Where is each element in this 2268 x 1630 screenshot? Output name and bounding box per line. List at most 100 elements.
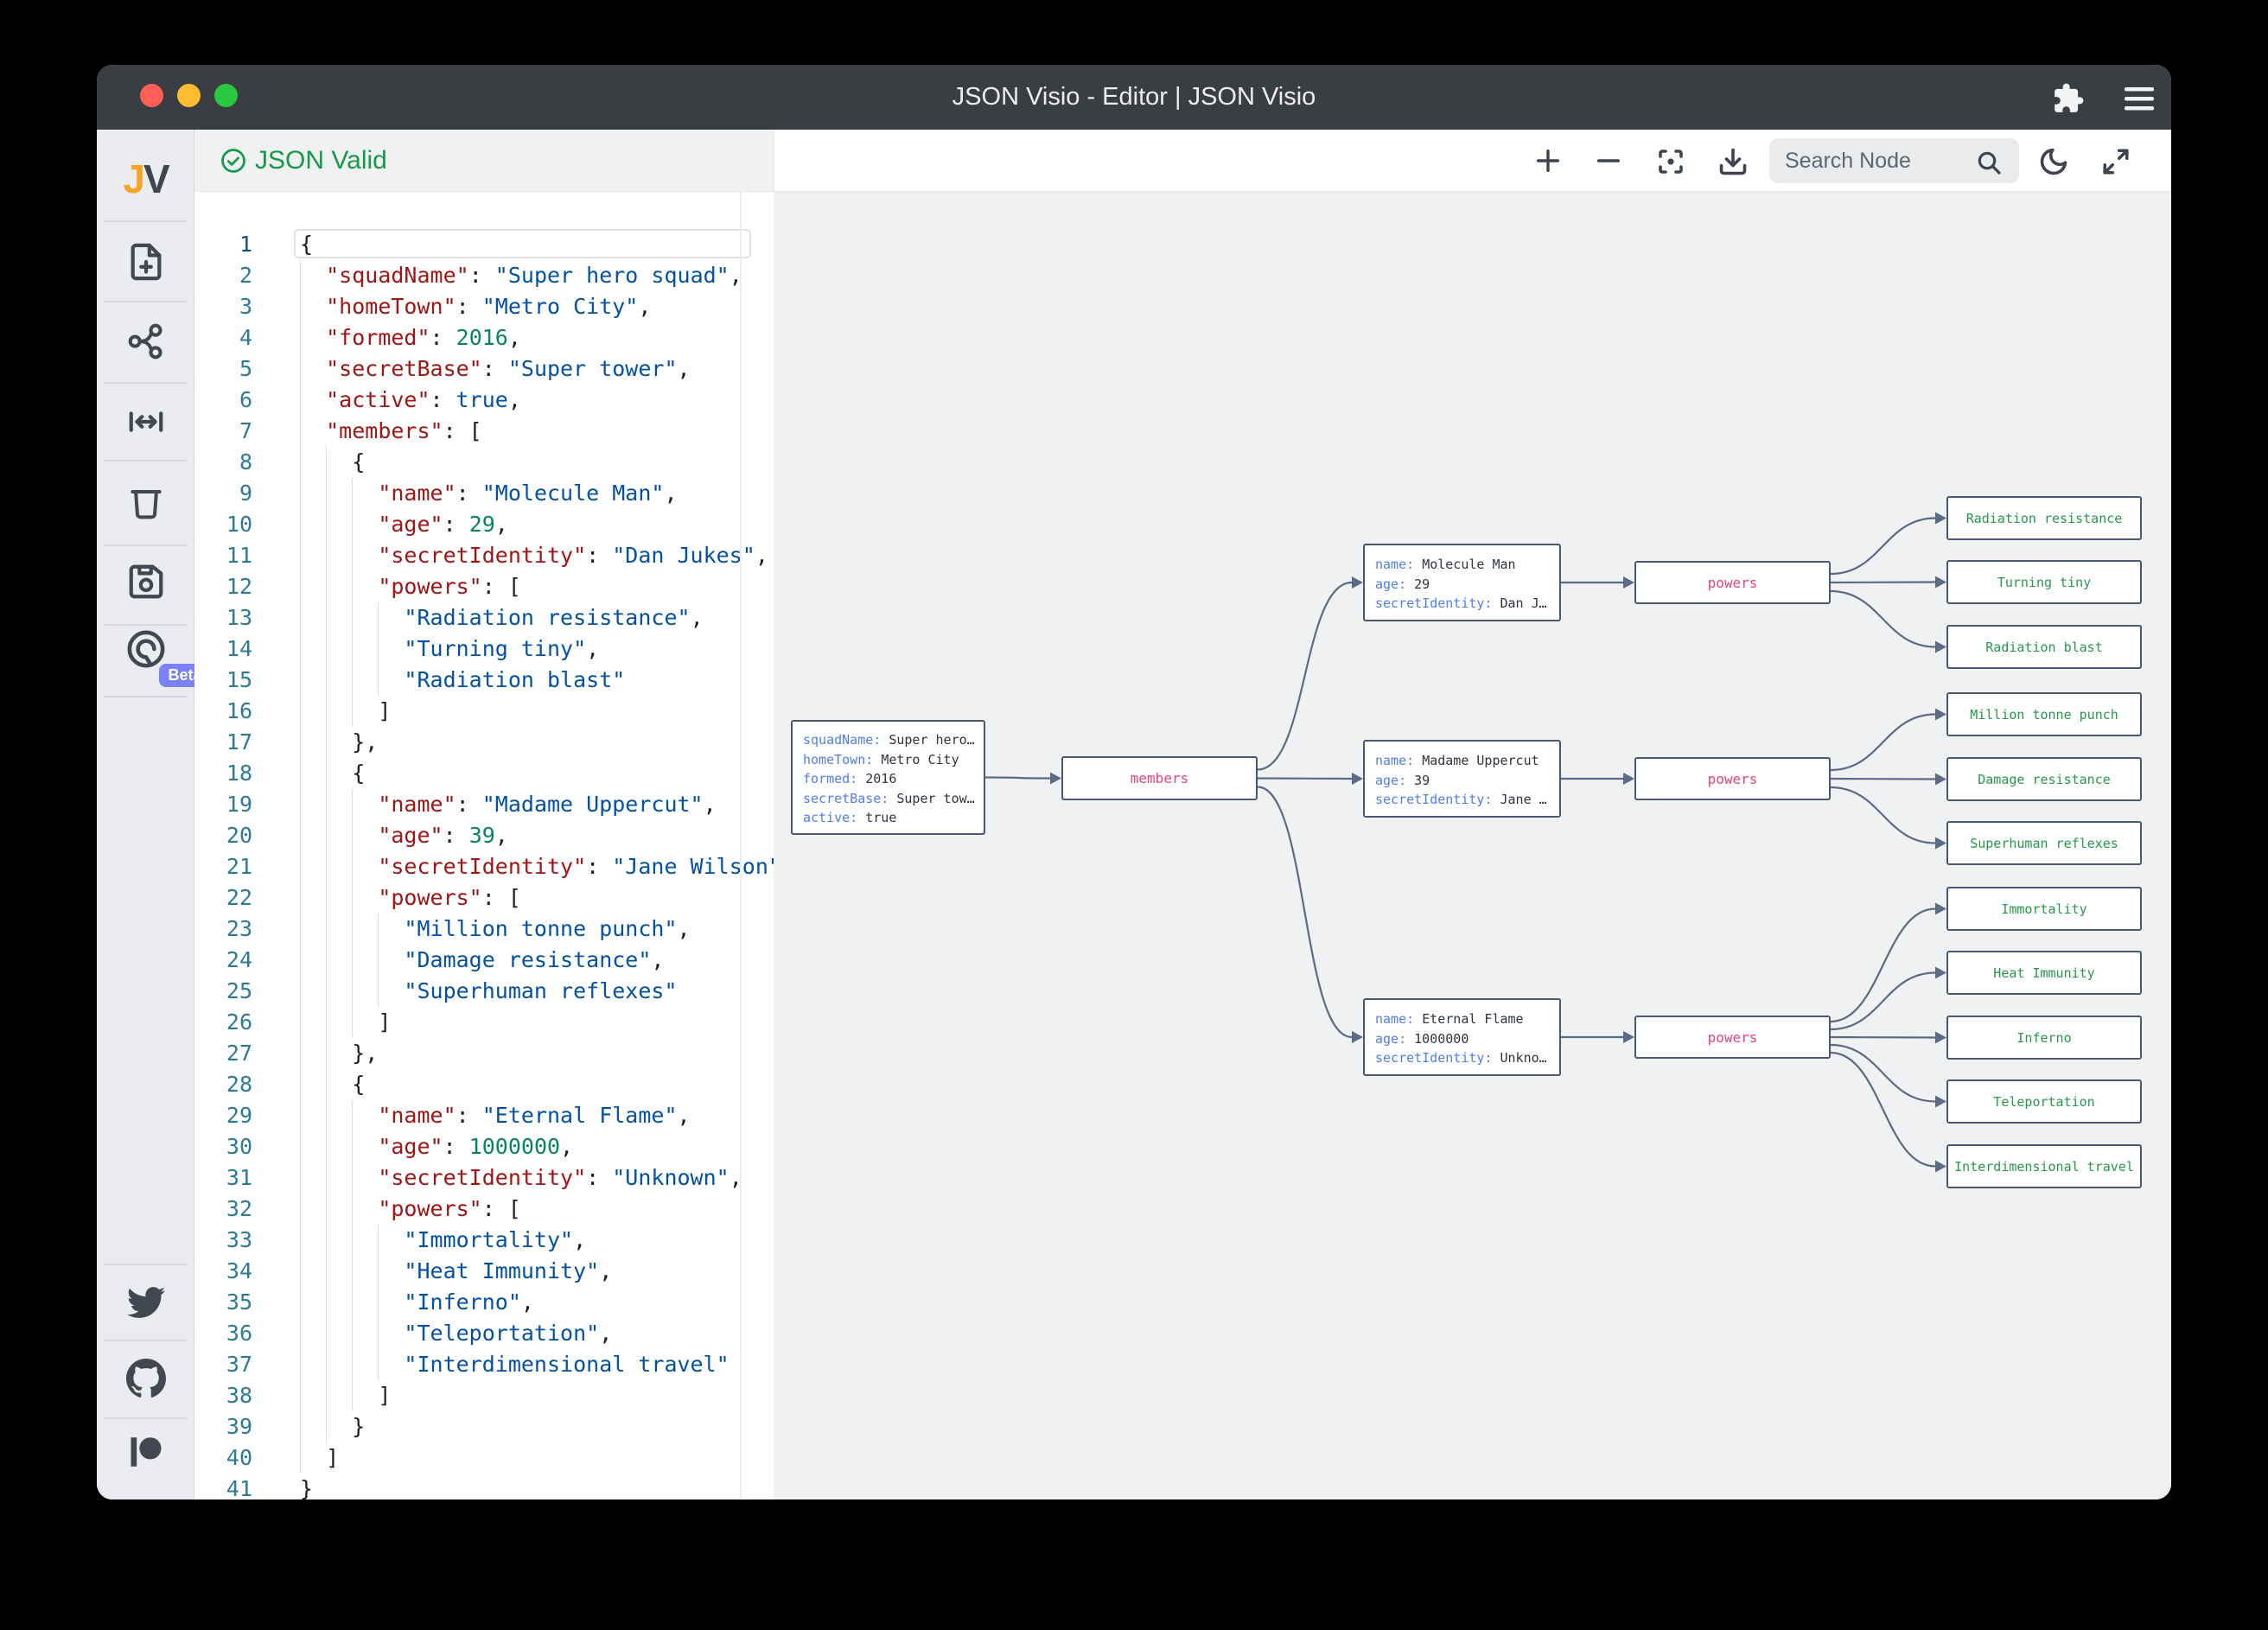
window-close-button[interactable]: [140, 84, 163, 107]
code-line[interactable]: 36 "Teleportation",: [194, 1318, 774, 1349]
code-line[interactable]: 30 "age": 1000000,: [194, 1131, 774, 1162]
code-line[interactable]: 8 {: [194, 447, 774, 478]
center-focus-button[interactable]: [1655, 146, 1686, 181]
code-line[interactable]: 27 },: [194, 1038, 774, 1069]
new-document-button[interactable]: [97, 232, 194, 292]
code-line[interactable]: 6 "active": true,: [194, 385, 774, 416]
code-line[interactable]: 10 "age": 29,: [194, 509, 774, 540]
line-number: 28: [226, 1072, 252, 1097]
line-number: 27: [226, 1041, 252, 1066]
menu-hamburger-icon[interactable]: [2123, 86, 2156, 116]
graph-node-power-leaf[interactable]: Damage resistance: [1946, 757, 2142, 801]
code-line[interactable]: 39 }: [194, 1411, 774, 1442]
power-leaf-label: Inferno: [2016, 1029, 2072, 1046]
code-line[interactable]: 28 {: [194, 1069, 774, 1100]
code-line[interactable]: 5 "secretBase": "Super tower",: [194, 353, 774, 385]
indent-guide: [378, 1287, 379, 1318]
line-number: 38: [226, 1383, 252, 1408]
code-line[interactable]: 16 ]: [194, 696, 774, 727]
share-graph-button[interactable]: [97, 311, 194, 372]
graph-node-power-leaf[interactable]: Radiation resistance: [1946, 496, 2142, 540]
zoom-in-button[interactable]: [1533, 146, 1563, 180]
code-line[interactable]: 23 "Million tonne punch",: [194, 914, 774, 945]
code-line[interactable]: 7 "members": [: [194, 416, 774, 447]
indent-guide: [326, 882, 328, 914]
patreon-link[interactable]: [97, 1422, 194, 1482]
graph-node-powers[interactable]: powers: [1634, 561, 1831, 604]
line-number: 22: [226, 885, 252, 910]
code-line[interactable]: 17 },: [194, 727, 774, 758]
code-line[interactable]: 37 "Interdimensional travel": [194, 1349, 774, 1380]
code-line[interactable]: 31 "secretIdentity": "Unknown",: [194, 1162, 774, 1194]
clear-json-button[interactable]: [97, 471, 194, 532]
code-line[interactable]: 20 "age": 39,: [194, 820, 774, 851]
extensions-puzzle-icon[interactable]: [2052, 82, 2085, 119]
code-line[interactable]: 32 "powers": [: [194, 1194, 774, 1225]
graph-node-power-leaf[interactable]: Million tonne punch: [1946, 692, 2142, 736]
zoom-out-button[interactable]: [1594, 146, 1623, 180]
twitter-link[interactable]: [97, 1272, 194, 1333]
graph-node-power-leaf[interactable]: Interdimensional travel: [1946, 1144, 2142, 1188]
code-line[interactable]: 25 "Superhuman reflexes": [194, 976, 774, 1007]
search-node-input[interactable]: [1769, 138, 2019, 183]
code-line[interactable]: 29 "name": "Eternal Flame",: [194, 1100, 774, 1131]
code-line[interactable]: 38 ]: [194, 1380, 774, 1411]
code-line[interactable]: 2 "squadName": "Super hero squad",: [194, 260, 774, 291]
code-line[interactable]: 13 "Radiation resistance",: [194, 602, 774, 634]
live-transform-button[interactable]: [97, 619, 194, 679]
graph-node-powers[interactable]: powers: [1634, 1016, 1831, 1059]
code-line[interactable]: 9 "name": "Molecule Man",: [194, 478, 774, 509]
code-line[interactable]: 3 "homeTown": "Metro City",: [194, 291, 774, 322]
json-editor[interactable]: 1{2 "squadName": "Super hero squad",3 "h…: [194, 192, 774, 1499]
graph-node-power-leaf[interactable]: Superhuman reflexes: [1946, 821, 2142, 865]
github-link[interactable]: [97, 1348, 194, 1409]
code-line[interactable]: 12 "powers": [: [194, 571, 774, 602]
moon-icon: [2040, 148, 2067, 175]
graph-node-power-leaf[interactable]: Turning tiny: [1946, 560, 2142, 604]
graph-node-power-leaf[interactable]: Teleportation: [1946, 1079, 2142, 1124]
indent-guide: [326, 914, 328, 945]
graph-node-power-leaf[interactable]: Radiation blast: [1946, 625, 2142, 669]
graph-node-power-leaf[interactable]: Heat Immunity: [1946, 951, 2142, 995]
code-line[interactable]: 11 "secretIdentity": "Dan Jukes",: [194, 540, 774, 571]
graph-node-root[interactable]: squadName: Super hero…homeTown: Metro Ci…: [791, 720, 985, 835]
save-floppy-icon: [129, 564, 162, 599]
graph-node-power-leaf[interactable]: Inferno: [1946, 1016, 2142, 1060]
indent-guide: [378, 1225, 379, 1256]
code-line[interactable]: 26 ]: [194, 1007, 774, 1038]
indent-guide: [300, 1287, 301, 1318]
node-value: Dan J…: [1500, 595, 1547, 612]
code-line[interactable]: 22 "powers": [: [194, 882, 774, 914]
code-line[interactable]: 1{: [194, 229, 774, 260]
code-line[interactable]: 41}: [194, 1474, 774, 1499]
code-line[interactable]: 19 "name": "Madame Uppercut",: [194, 789, 774, 820]
fullscreen-button[interactable]: [2100, 146, 2131, 181]
code-line[interactable]: 35 "Inferno",: [194, 1287, 774, 1318]
window-zoom-button[interactable]: [214, 84, 238, 107]
code-line[interactable]: 18 {: [194, 758, 774, 789]
indent-guide: [326, 665, 328, 696]
code-line[interactable]: 15 "Radiation blast": [194, 665, 774, 696]
graph-node-powers[interactable]: powers: [1634, 757, 1831, 800]
code-line[interactable]: 21 "secretIdentity": "Jane Wilson",: [194, 851, 774, 882]
indent-guide: [352, 571, 354, 602]
code-line[interactable]: 24 "Damage resistance",: [194, 945, 774, 976]
save-button[interactable]: [97, 551, 194, 612]
download-image-button[interactable]: [1717, 146, 1749, 181]
indent-guide: [326, 1162, 328, 1194]
code-line[interactable]: 33 "Immortality",: [194, 1225, 774, 1256]
dark-mode-toggle[interactable]: [2038, 146, 2069, 181]
graph-node-power-leaf[interactable]: Immortality: [1946, 887, 2142, 931]
code-line[interactable]: 40 ]: [194, 1442, 774, 1474]
code-line[interactable]: 34 "Heat Immunity",: [194, 1256, 774, 1287]
code-line[interactable]: 4 "formed": 2016,: [194, 322, 774, 353]
center-view-button[interactable]: [97, 392, 194, 452]
code-line[interactable]: 14 "Turning tiny",: [194, 634, 774, 665]
editor-scroll-gutter[interactable]: [740, 192, 742, 1499]
window-minimize-button[interactable]: [177, 84, 201, 107]
graph-node-members[interactable]: members: [1061, 756, 1258, 800]
